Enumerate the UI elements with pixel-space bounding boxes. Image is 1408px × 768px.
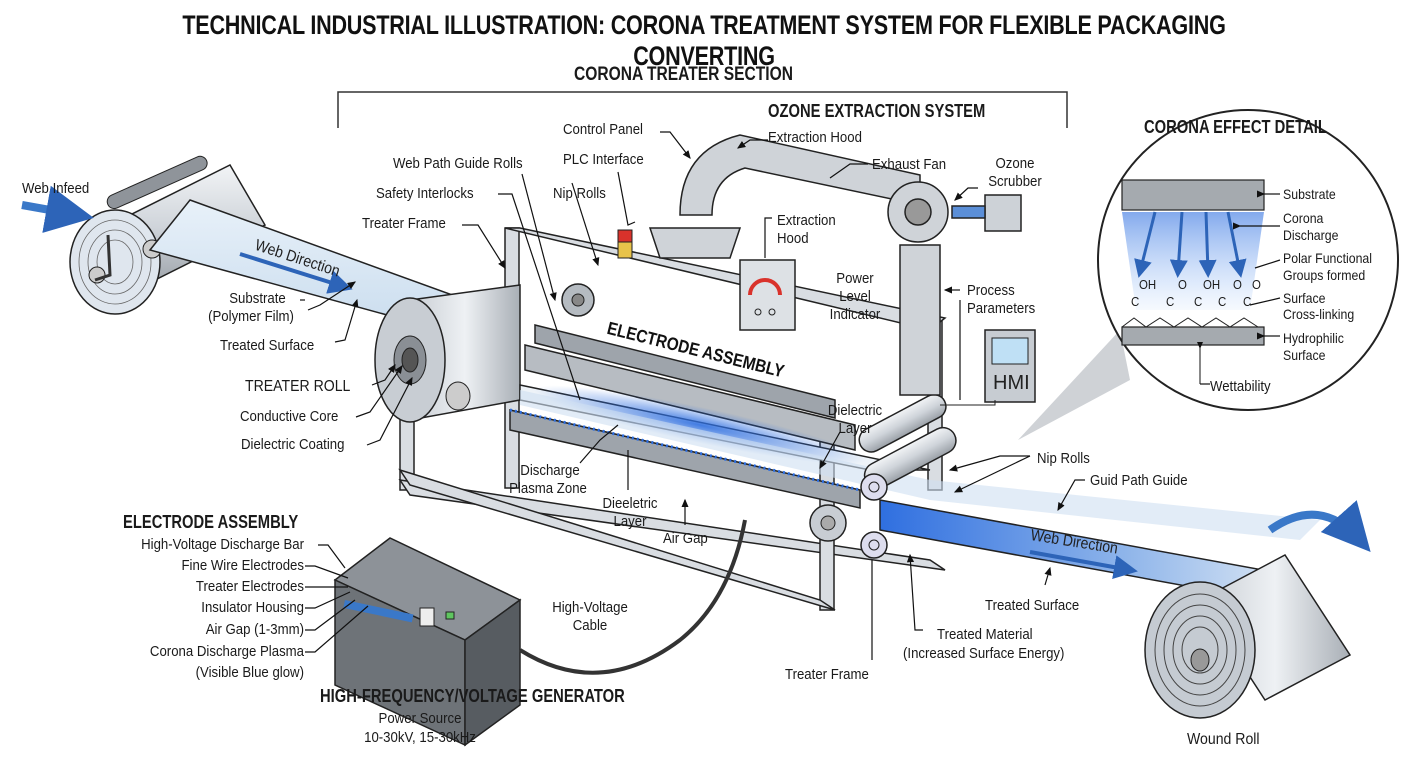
treater-frame-label-1: Treater Frame <box>362 215 446 232</box>
corona-treater-section-heading: CORONA TREATER SECTION <box>574 64 793 85</box>
power-level-label-3: Indicator <box>829 306 881 323</box>
group-top-1: OH <box>1139 277 1157 292</box>
process-parameters-label-1: Process <box>967 282 1015 299</box>
extraction-hood-label-2: Hood <box>777 230 809 247</box>
hv-generator <box>333 519 747 747</box>
safety-interlocks-label: Safety Interlocks <box>376 185 474 202</box>
group-top-5: O <box>1252 277 1261 292</box>
air-gap-label: Air Gap <box>663 530 708 547</box>
power-source-label: Power Source <box>378 710 462 727</box>
wound-roll <box>1144 500 1371 719</box>
substrate-label-2: (Polymer Film) <box>208 308 294 325</box>
dielectric-layer-label-2: Layer <box>838 420 872 437</box>
corona-effect-heading: CORONA EFFECT DETAIL <box>1144 117 1327 137</box>
treated-material-label-2: (Increased Surface Energy) <box>903 645 1065 662</box>
detail-discharge-label-1: Corona <box>1283 210 1324 226</box>
section-bracket <box>337 91 1068 128</box>
web-direction-arrow-1 <box>239 252 353 294</box>
legend-item-discharge-bar: High-Voltage Discharge Bar <box>141 536 304 553</box>
web-direction-arrow-2 <box>1029 550 1138 579</box>
legend-item-blue-glow: (Visible Blue glow) <box>195 664 304 681</box>
web-infeed-label: Web Infeed <box>22 180 90 197</box>
treater-roll <box>374 284 521 423</box>
ozone-extraction-heading: OZONE EXTRACTION SYSTEM <box>768 101 986 121</box>
treated-surface-label-2: Treated Surface <box>985 597 1080 614</box>
hmi-device <box>984 329 1036 403</box>
legend-item-treater-electrodes: Treater Electrodes <box>195 578 304 595</box>
ozone-duct <box>648 134 1022 396</box>
power-specs-label: 10-30kV, 15-30kHz <box>364 729 476 746</box>
leader-lines <box>300 131 1281 660</box>
detail-polar-label-1: Polar Functional <box>1283 250 1373 266</box>
treated-material-label-1: Treated Material <box>937 626 1033 643</box>
treated-surface-label-1: Treated Surface <box>220 337 315 354</box>
substrate-label-1: Substrate <box>229 290 286 307</box>
dielectric-layer-label-1: Dielectric <box>827 402 883 419</box>
detail-hydrophilic-label-1: Hydrophilic <box>1283 330 1344 346</box>
page-title: TECHNICAL INDUSTRIAL ILLUSTRATION: CORON… <box>182 10 1226 71</box>
extraction-hood-label-top: Extraction Hood <box>768 129 862 146</box>
ozone-scrubber-label-1: Ozone <box>995 155 1035 172</box>
detail-crosslink-label-1: Surface <box>1283 290 1326 306</box>
treater-frame-label-2: Treater Frame <box>785 666 869 683</box>
dielectric-coating-label: Dielectric Coating <box>241 436 345 453</box>
legend-item-air-gap: Air Gap (1-3mm) <box>205 621 304 638</box>
group-top-2: O <box>1178 277 1187 292</box>
group-base-2: C <box>1166 294 1175 309</box>
electrode-assembly <box>509 324 931 509</box>
control-panel-label: Control Panel <box>563 121 643 138</box>
group-base-4: C <box>1218 294 1227 309</box>
dieeletric-layer-label-1: Dieeletric <box>602 495 658 512</box>
wound-roll-label: Wound Roll <box>1187 731 1260 748</box>
web-path-guide-rolls-label: Web Path Guide Rolls <box>393 155 523 172</box>
group-top-3: OH <box>1203 277 1221 292</box>
exhaust-fan-label: Exhaust Fan <box>872 156 947 173</box>
dieeletric-layer-label-2: Layer <box>613 513 647 530</box>
group-base-5: C <box>1243 294 1252 309</box>
conductive-core-label: Conductive Core <box>240 408 339 425</box>
hv-cable-label-1: High-Voltage <box>552 599 628 616</box>
power-level-label-1: Power <box>836 270 874 287</box>
control-panel-box <box>617 229 796 331</box>
electrode-assembly-legend-heading: ELECTRODE ASSEMBLY <box>123 512 299 532</box>
treater-roll-label: TREATER ROLL <box>245 378 351 395</box>
process-parameters-label-2: Parameters <box>967 300 1036 317</box>
generator-heading: HIGH-FREQUENCY/VOLTAGE GENERATOR <box>320 686 625 706</box>
detail-polar-label-2: Groups formed <box>1283 267 1366 283</box>
detail-crosslink-label-2: Cross-linking <box>1283 306 1355 322</box>
plc-interface-label: PLC Interface <box>563 151 644 168</box>
web-infeed-arrow <box>21 185 94 234</box>
outfeed-nip-rolls <box>809 393 957 559</box>
discharge-plasma-label-2: Plasma Zone <box>509 480 587 497</box>
legend-item-corona-plasma: Corona Discharge Plasma <box>149 643 304 660</box>
power-level-label-2: Level <box>839 288 871 305</box>
discharge-plasma-label-1: Discharge <box>520 462 580 479</box>
legend-item-insulator: Insulator Housing <box>201 599 304 616</box>
detail-hydrophilic-label-2: Surface <box>1283 347 1326 363</box>
nip-rolls-label-2: Nip Rolls <box>1037 450 1090 467</box>
detail-callout-cone <box>1018 330 1130 440</box>
detail-substrate-label: Substrate <box>1283 186 1336 202</box>
group-base-3: C <box>1194 294 1203 309</box>
group-top-4: O <box>1233 277 1242 292</box>
guid-path-guide-label: Guid Path Guide <box>1090 472 1188 489</box>
nip-rolls-label-1: Nip Rolls <box>553 185 606 202</box>
corona-detail-circle <box>1097 109 1399 411</box>
detail-wettability-label: Wettability <box>1210 378 1271 395</box>
legend-item-fine-wire: Fine Wire Electrodes <box>181 557 304 574</box>
hmi-label: HMI <box>993 372 1030 394</box>
detail-discharge-label-2: Discharge <box>1283 227 1339 243</box>
extraction-hood-label-1: Extraction <box>777 212 836 229</box>
group-base-1: C <box>1131 294 1140 309</box>
ozone-scrubber-label-2: Scrubber <box>988 173 1042 190</box>
hv-cable-label-2: Cable <box>572 617 608 634</box>
